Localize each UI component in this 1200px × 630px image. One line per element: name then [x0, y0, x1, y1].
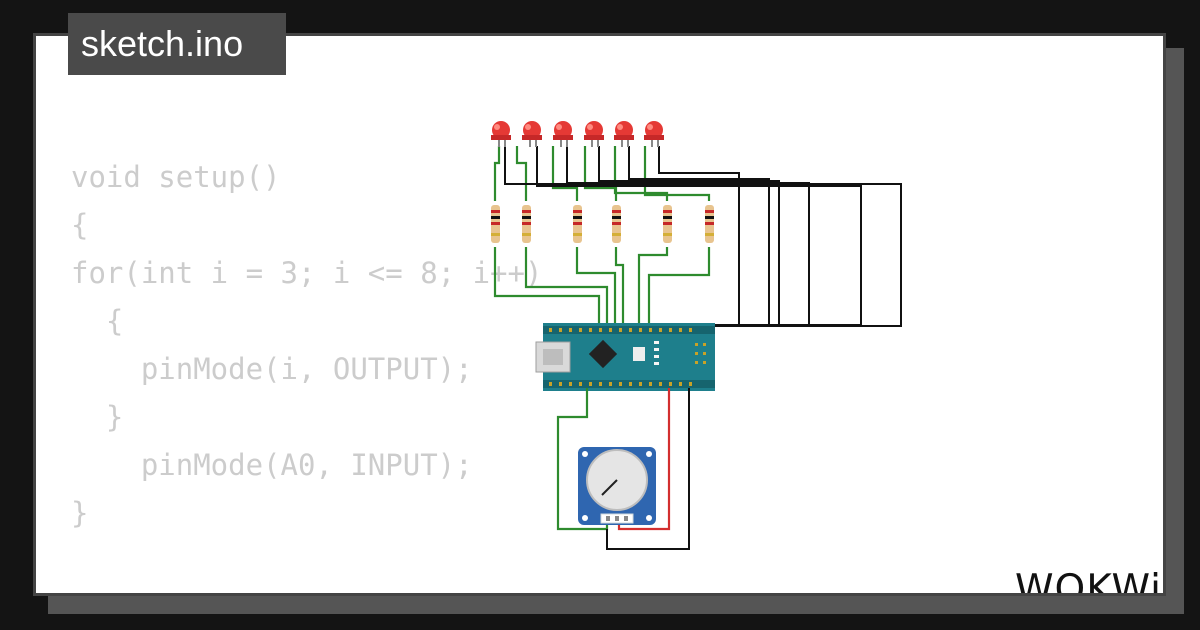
led-row	[491, 121, 664, 147]
wokwi-logo-text: WOKWi	[1015, 567, 1162, 596]
resistor	[491, 205, 500, 243]
code-line: {	[71, 304, 124, 338]
code-line: }	[71, 496, 89, 530]
led	[644, 121, 664, 147]
led	[491, 121, 511, 147]
code-line: for(int i = 3; i <= 8; i++)	[71, 256, 543, 290]
pot-wires	[556, 388, 690, 550]
code-line: void setup()	[71, 160, 281, 194]
resistor	[522, 205, 531, 243]
preview-card: void setup() { for(int i = 3; i <= 8; i++)…	[33, 33, 1166, 596]
resistor	[573, 205, 582, 243]
resistor	[705, 205, 714, 243]
led	[553, 121, 573, 147]
filename-tab: sketch.ino	[68, 13, 286, 75]
led	[584, 121, 604, 147]
header-pins	[549, 328, 692, 386]
pot-indicator	[601, 479, 618, 496]
circuit-diagram	[491, 121, 902, 550]
resistor	[612, 205, 621, 243]
microcontroller-chip	[588, 339, 618, 369]
resistor-nano-wires	[493, 247, 711, 325]
code-line: pinMode(A0, INPUT);	[71, 448, 473, 482]
status-leds	[654, 341, 659, 365]
potentiometer	[578, 447, 656, 525]
reset-button	[633, 347, 645, 361]
ground-wires	[504, 146, 902, 327]
led	[522, 121, 542, 147]
code-line: pinMode(i, OUTPUT);	[71, 352, 473, 386]
led-resistor-wires	[493, 146, 711, 201]
arduino-nano	[535, 323, 715, 391]
code-line: void loop()	[71, 585, 542, 593]
code-preview: void setup() { for(int i = 3; i <= 8; i++)…	[71, 153, 543, 593]
code-line: }	[71, 400, 124, 434]
icsp-header	[695, 343, 706, 364]
code-line: {	[71, 208, 89, 242]
wokwi-logo: WOKWi	[1015, 567, 1162, 596]
resistor	[663, 205, 672, 243]
resistor-row	[491, 205, 714, 243]
led	[614, 121, 634, 147]
